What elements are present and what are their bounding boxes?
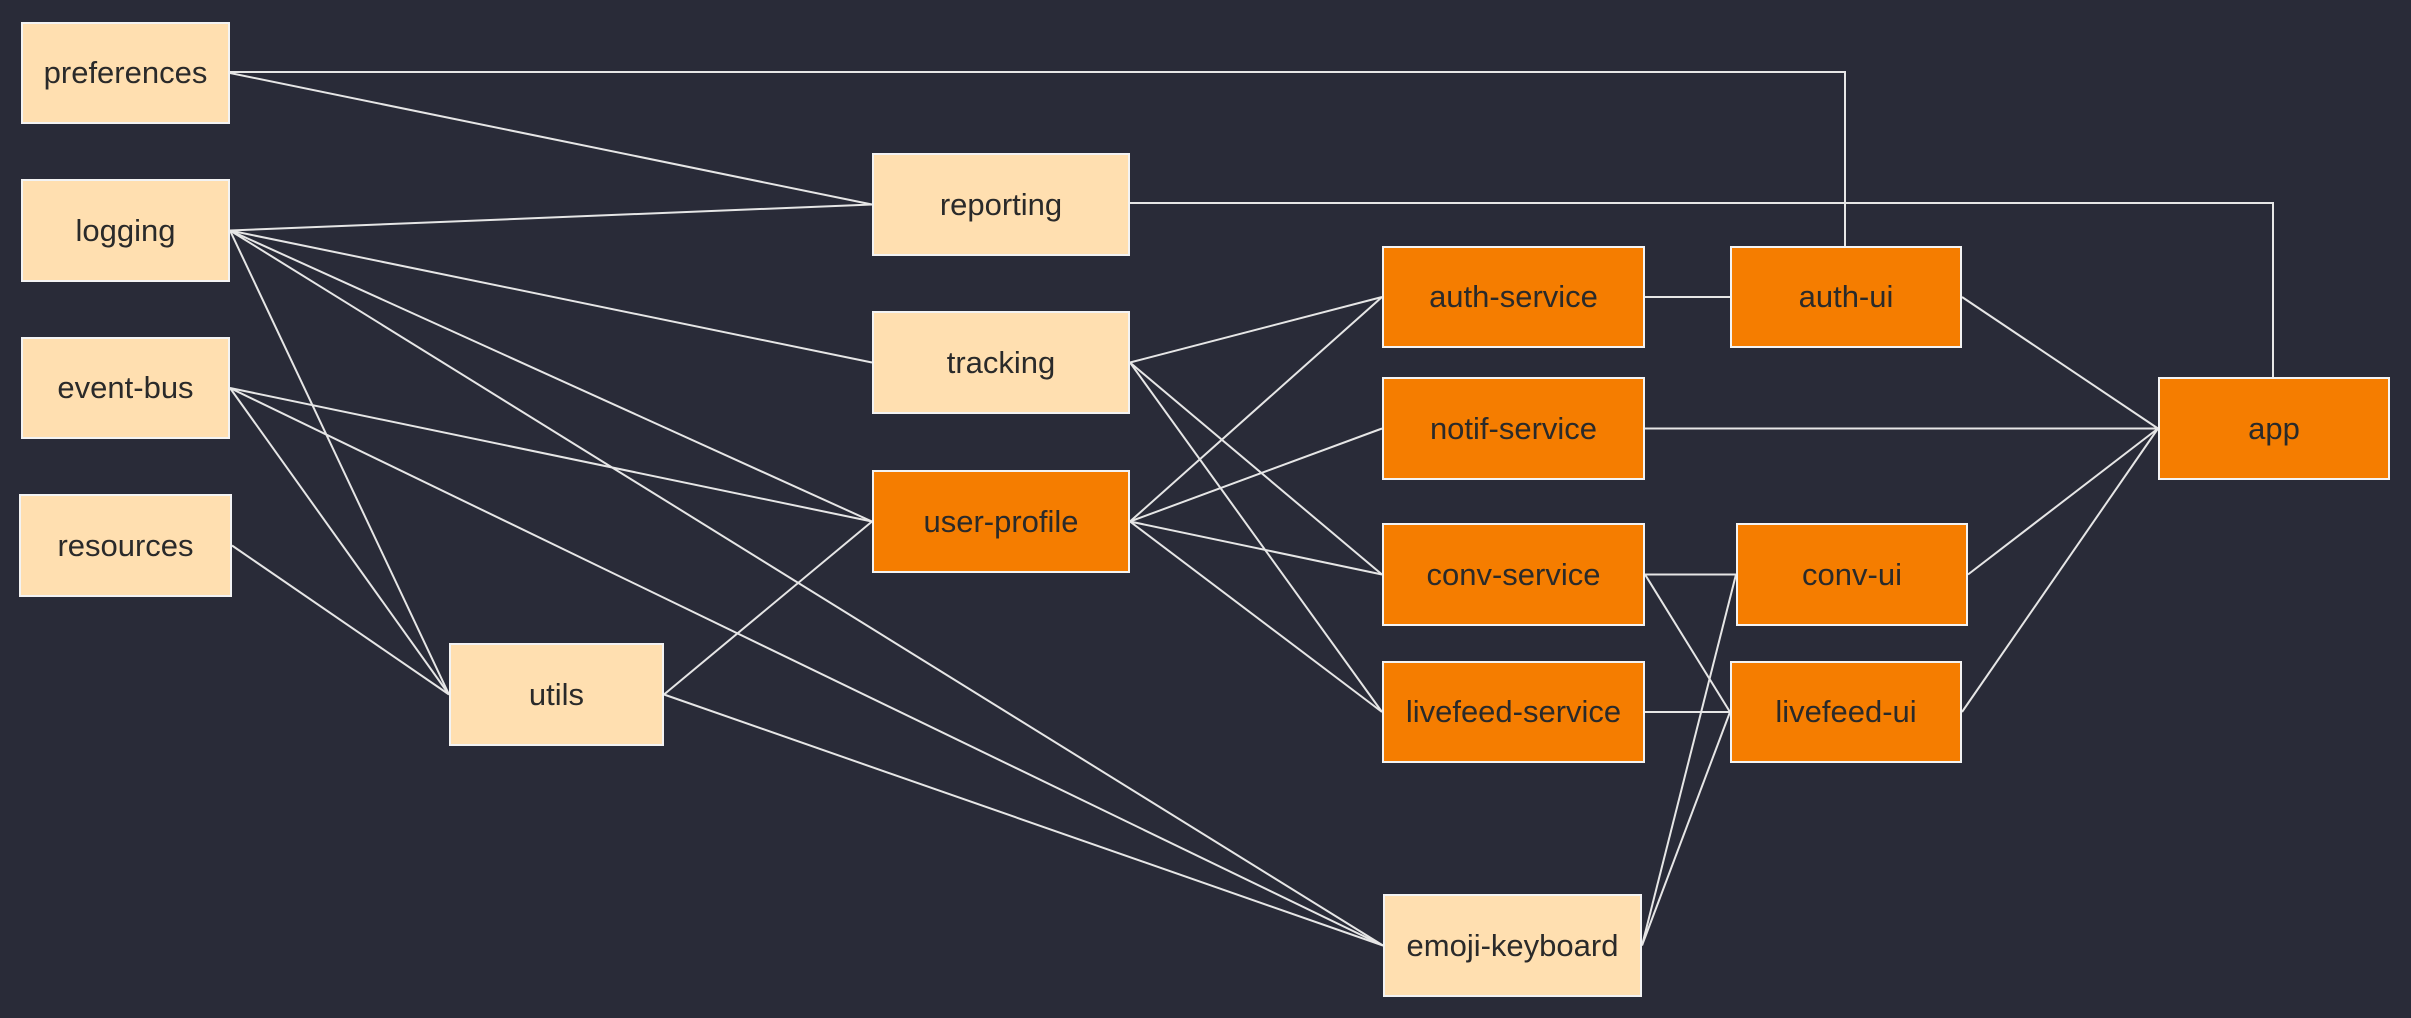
node-resources: resources: [19, 494, 232, 597]
node-conv-service: conv-service: [1382, 523, 1645, 626]
node-user-profile: user-profile: [872, 470, 1130, 573]
edge-user-profile-to-auth-service: [1129, 296, 1383, 523]
node-emoji-keyboard: emoji-keyboard: [1383, 894, 1642, 997]
edge-utils-to-emoji-keyboard: [663, 693, 1384, 947]
node-tracking: tracking: [872, 311, 1130, 414]
node-reporting: reporting: [872, 153, 1130, 256]
edge-emoji-keyboard-to-conv-ui: [1641, 574, 1737, 946]
edge-event-bus-to-emoji-keyboard: [229, 387, 1384, 947]
node-utils: utils: [449, 643, 664, 746]
edge-preferences-to-reporting: [229, 72, 873, 206]
edge-resources-to-utils: [231, 544, 450, 696]
edge-reporting-to-app: [1130, 202, 2274, 377]
edge-logging-to-emoji-keyboard: [229, 229, 1384, 947]
edge-logging-to-user-profile: [229, 229, 873, 523]
edge-event-bus-to-user-profile: [229, 387, 873, 523]
edge-user-profile-to-notif-service: [1129, 427, 1383, 523]
edge-user-profile-to-conv-service: [1129, 520, 1383, 576]
edge-event-bus-to-utils: [229, 387, 450, 696]
edge-logging-to-utils: [229, 230, 450, 695]
edge-user-profile-to-livefeed-service: [1129, 520, 1383, 713]
node-auth-ui: auth-ui: [1730, 246, 1962, 348]
edge-conv-service-to-livefeed-ui: [1644, 573, 1731, 713]
edge-preferences-to-auth-ui: [230, 71, 1846, 246]
edge-tracking-to-conv-service: [1129, 361, 1383, 576]
node-preferences: preferences: [21, 22, 230, 124]
edge-livefeed-ui-to-app: [1961, 427, 2159, 713]
edge-emoji-keyboard-to-livefeed-ui: [1641, 711, 1731, 946]
node-livefeed-service: livefeed-service: [1382, 661, 1645, 763]
edge-auth-ui-to-app: [1961, 296, 2159, 430]
edge-logging-to-reporting: [229, 203, 873, 232]
edge-tracking-to-auth-service: [1129, 296, 1383, 364]
node-conv-ui: conv-ui: [1736, 523, 1968, 626]
node-notif-service: notif-service: [1382, 377, 1645, 480]
edge-tracking-to-livefeed-service: [1129, 361, 1383, 713]
edge-utils-to-user-profile: [663, 520, 873, 696]
node-livefeed-ui: livefeed-ui: [1730, 661, 1962, 763]
edge-conv-ui-to-app: [1967, 427, 2159, 576]
node-app: app: [2158, 377, 2390, 480]
node-logging: logging: [21, 179, 230, 282]
edge-logging-to-tracking: [229, 229, 873, 364]
node-auth-service: auth-service: [1382, 246, 1645, 348]
node-event-bus: event-bus: [21, 337, 230, 439]
